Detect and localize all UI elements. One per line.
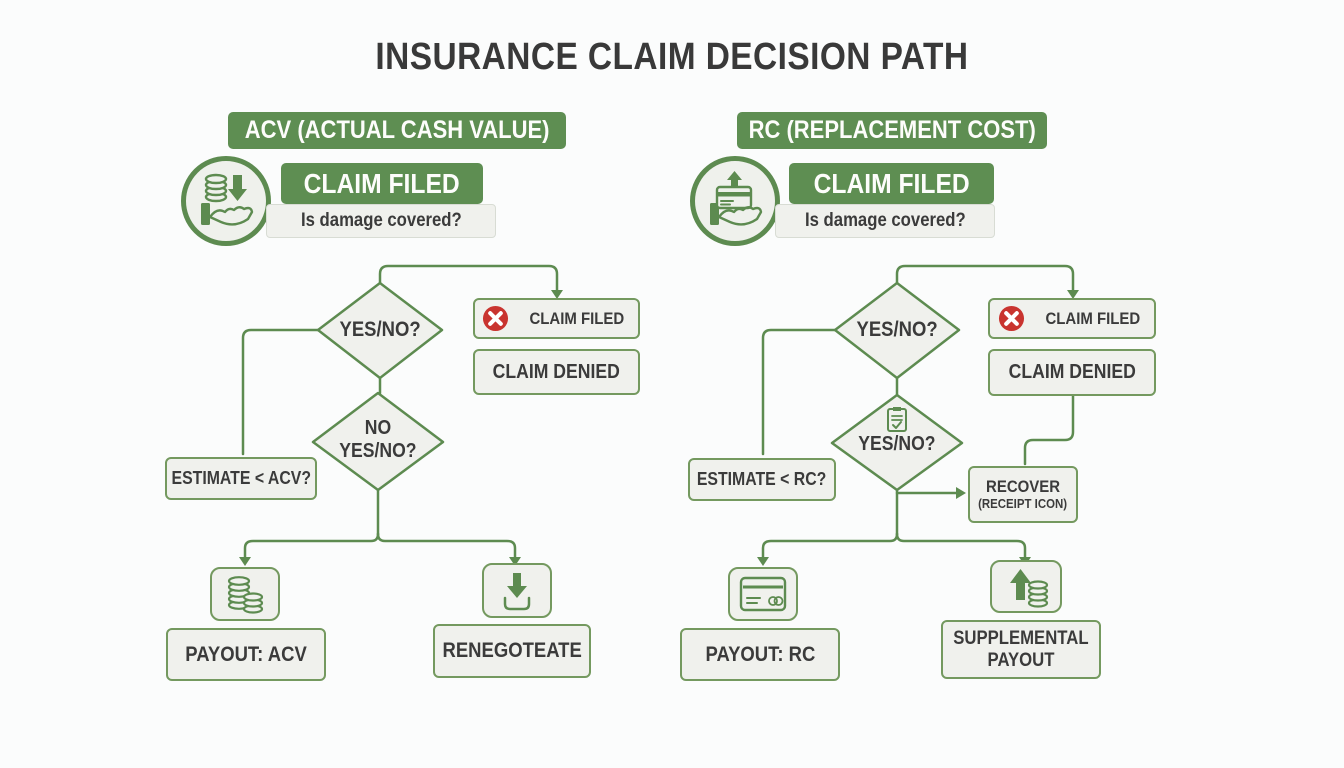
rc-split-right [895, 532, 1027, 560]
rc-connector-deny [895, 264, 1075, 293]
rc-diamond1-label: YES/NO? [856, 318, 938, 341]
rc-connector-estimate [761, 328, 837, 456]
download-arrow-icon [482, 563, 552, 618]
rc-estimate-box: ESTIMATE < RC? [688, 458, 836, 501]
rc-supplemental-payout-box: SUPPLEMENTAL PAYOUT [941, 620, 1101, 679]
rc-claim-filed-banner: CLAIM FILED [789, 163, 994, 204]
coin-stacks-glyph [227, 576, 264, 614]
red-x-icon [483, 305, 509, 332]
rc-split-left [761, 532, 899, 560]
credit-card-glyph [739, 576, 787, 612]
arrowhead [956, 487, 966, 499]
acv-split-right [376, 532, 517, 560]
acv-claim-denied-box: CLAIM DENIED [473, 349, 640, 395]
coins-into-hand-icon [181, 156, 271, 246]
acv-claim-filed-banner: CLAIM FILED [281, 163, 483, 204]
acv-question-box: Is damage covered? [266, 204, 496, 238]
acv-connector-deny [378, 264, 559, 293]
rc-payout-box: PAYOUT: RC [680, 628, 840, 681]
rc-header-banner: RC (REPLACEMENT COST) [737, 112, 1047, 149]
card-into-hand-icon [690, 156, 780, 246]
acv-decision-diamond-1 [316, 281, 444, 380]
red-x-icon [998, 305, 1024, 332]
up-arrow-coins-glyph [1010, 568, 1049, 608]
arrowhead [239, 557, 251, 566]
coins-into-hand-glyph [201, 173, 254, 226]
arrowhead [757, 557, 769, 566]
arrowhead [1067, 290, 1079, 299]
acv-decision-diamond-2 [311, 391, 445, 492]
page-title: INSURANCE CLAIM DECISION PATH [375, 36, 969, 78]
arrowhead [509, 557, 521, 566]
acv-diamond1-label: YES/NO? [339, 318, 421, 341]
acv-diamond2-label: NO YES/NO? [339, 417, 417, 462]
card-into-hand-glyph [710, 171, 763, 226]
rc-question-box: Is damage covered? [775, 204, 995, 238]
up-arrow-coins-icon [990, 560, 1062, 613]
rc-decision-diamond-1 [833, 281, 961, 380]
rc-recover-box: RECOVER (RECEIPT ICON) [968, 466, 1078, 523]
acv-header-banner: ACV (ACTUAL CASH VALUE) [228, 112, 566, 149]
acv-estimate-box: ESTIMATE < ACV? [165, 457, 317, 500]
rc-diamond2-label: YES/NO? [837, 400, 957, 462]
download-arrow-glyph [503, 572, 531, 610]
credit-card-icon [728, 567, 798, 621]
acv-payout-box: PAYOUT: ACV [166, 628, 326, 681]
arrowhead [551, 290, 563, 299]
rc-connector-denied-recover [1023, 394, 1075, 466]
rc-claim-denied-box: CLAIM DENIED [988, 349, 1156, 396]
rc-decision-diamond-2 [830, 393, 964, 492]
rc-claim-filed-result-box: CLAIM FILED [988, 298, 1156, 339]
acv-claim-filed-result-box: CLAIM FILED [473, 298, 640, 339]
checklist-icon [887, 407, 907, 432]
coin-stacks-icon [210, 567, 280, 621]
acv-connector-estimate [241, 328, 320, 456]
acv-split-left [243, 532, 380, 560]
acv-renegotiate-box: RENEGOTEATE [433, 624, 591, 678]
